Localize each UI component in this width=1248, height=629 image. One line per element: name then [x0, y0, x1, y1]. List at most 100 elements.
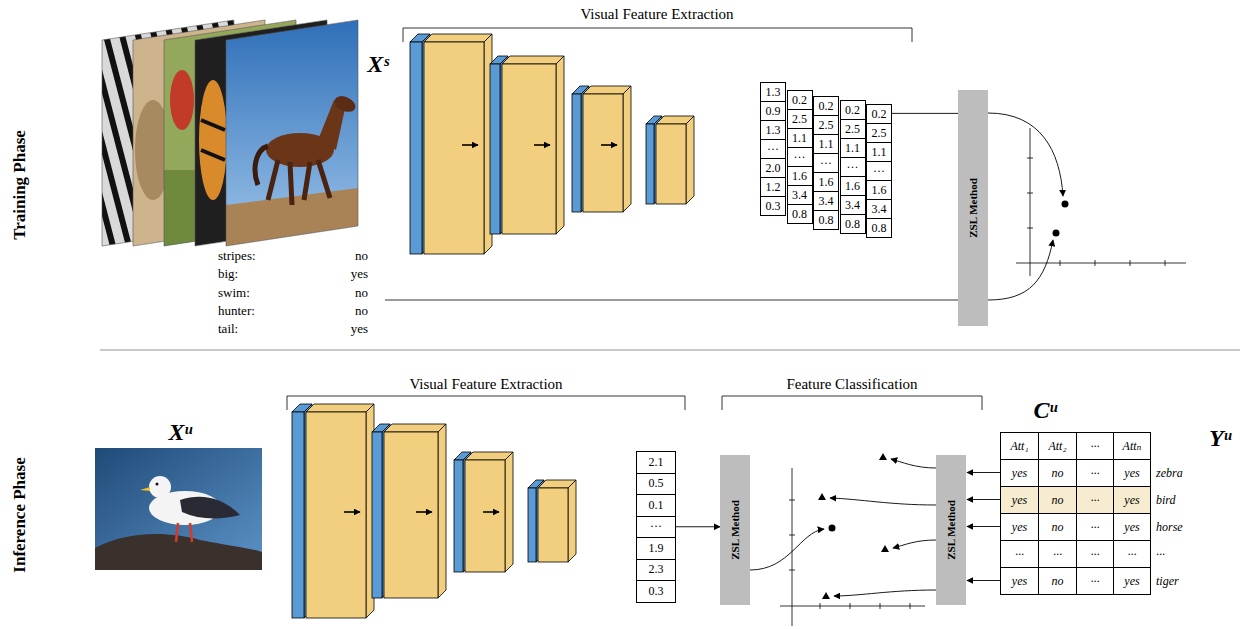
vector-value: 1.2: [760, 177, 786, 197]
class-point: [822, 592, 830, 599]
vector-value: 1.6: [813, 172, 839, 192]
attribute-text: hunter:: [218, 304, 255, 318]
vector-value: 3.4: [787, 185, 813, 205]
pool-plate: [623, 86, 631, 212]
method-label: ZSL Method: [967, 178, 979, 238]
phase-label: Training Phase: [11, 130, 30, 240]
pool-plate: [505, 452, 513, 572]
zebra-stripe: [70, 20, 130, 250]
conv-plate: [372, 432, 382, 598]
tick: [1095, 260, 1096, 266]
vector-value: ···: [813, 153, 839, 173]
zebra-stripe: [38, 20, 98, 250]
feature-vector: 1.30.91.3···2.01.20.3: [760, 82, 786, 216]
row-arrow: [967, 499, 1000, 500]
method-box: ZSL Method: [936, 455, 966, 605]
pool-plate: [556, 56, 564, 234]
mapping-arrow: [893, 540, 936, 548]
photo-ground: [226, 20, 358, 246]
photo: [226, 20, 358, 246]
vector-value: 1.1: [866, 142, 892, 162]
photo: [6, 20, 370, 250]
pool-plate: [538, 488, 568, 562]
mapping-arrow: [891, 459, 936, 468]
table-cell: yes: [1113, 459, 1151, 487]
vector-value: 3.4: [813, 191, 839, 211]
section-heading: Feature Classification: [786, 376, 917, 393]
axis: [792, 468, 793, 626]
math-symbol: Xˢ: [367, 51, 389, 77]
pool-plate: [568, 480, 576, 562]
vector-value: 2.5: [840, 119, 866, 139]
gull-leg: [176, 523, 178, 542]
vector-value: 0.8: [813, 210, 839, 230]
vector-value: 0.1: [636, 494, 676, 517]
section-heading: Visual Feature Extraction: [409, 376, 562, 393]
class-name: zebra: [1156, 465, 1183, 480]
tick: [1060, 260, 1061, 266]
math-symbol: Xᵘ: [168, 419, 191, 445]
vector-value: ···: [840, 157, 866, 177]
vector-value: 2.5: [813, 115, 839, 135]
feature-vector: 2.10.50.1···1.92.30.3: [636, 451, 676, 603]
method-box: ZSL Method: [958, 90, 988, 326]
conv-plate: [646, 124, 654, 204]
table-cell: no: [1038, 513, 1077, 541]
vector-value: 0.8: [787, 204, 813, 224]
tick: [820, 603, 821, 609]
pool-plate: [502, 64, 556, 234]
feature-vector: 0.22.51.1···1.63.40.8: [866, 104, 892, 238]
embedding-point: [1062, 201, 1069, 208]
vector-value: 2.5: [866, 123, 892, 143]
table-cell: ···: [1076, 459, 1114, 487]
vector-value: 0.8: [866, 218, 892, 238]
horse-leg: [268, 160, 278, 200]
photo-frame: [226, 20, 358, 246]
math-symbol: Yᵘ: [1209, 425, 1231, 451]
flow-arrow: [344, 511, 360, 513]
flow-arrow: [416, 511, 432, 513]
tick: [1165, 260, 1166, 266]
attribute-text: no: [355, 304, 368, 318]
class-name: bird: [1156, 492, 1176, 507]
class-point: [818, 493, 826, 500]
phase-label: Inference Phase: [11, 457, 30, 572]
vector-value: 2.5: [787, 109, 813, 129]
vector-value: 0.2: [840, 100, 866, 120]
zebra-stripe: [54, 20, 114, 250]
table-cell: ···: [1076, 513, 1114, 541]
table-cell: yes: [1000, 486, 1039, 514]
table-cell: Att₁: [1000, 432, 1039, 460]
horse-tail: [255, 146, 268, 185]
tick: [1027, 158, 1033, 159]
pool-plate: [656, 124, 686, 204]
feature-vector: 0.22.51.1···1.63.40.8: [813, 96, 839, 230]
conv-plate: [292, 412, 304, 618]
table-cell: no: [1038, 486, 1077, 514]
class-name: tiger: [1156, 573, 1179, 588]
connector: [676, 526, 720, 527]
horse-leg: [304, 162, 310, 200]
vector-value: 2.1: [636, 451, 676, 474]
row-arrow: [967, 472, 1000, 473]
table-cell: ···: [1113, 540, 1151, 568]
table-cell: no: [1038, 567, 1077, 595]
vector-value: 1.9: [636, 537, 676, 560]
vector-value: ···: [787, 147, 813, 167]
zebra-stripe: [6, 20, 66, 250]
vector-value: 0.5: [636, 473, 676, 496]
tiger-body: [199, 80, 227, 200]
flow-arrow: [483, 511, 499, 513]
conv-plate: [572, 94, 581, 212]
vector-value: 2.0: [760, 158, 786, 178]
vector-value: 0.8: [840, 214, 866, 234]
attribute-text: no: [355, 286, 368, 300]
pool-plate: [384, 424, 446, 432]
table-cell: ···: [1076, 540, 1114, 568]
vector-value: 1.1: [840, 138, 866, 158]
tick: [1027, 228, 1033, 229]
vector-value: 1.3: [760, 82, 786, 102]
attribute-text: yes: [351, 267, 368, 281]
method-label: ZSL Method: [945, 500, 957, 560]
table-cell: ···: [1076, 432, 1114, 460]
